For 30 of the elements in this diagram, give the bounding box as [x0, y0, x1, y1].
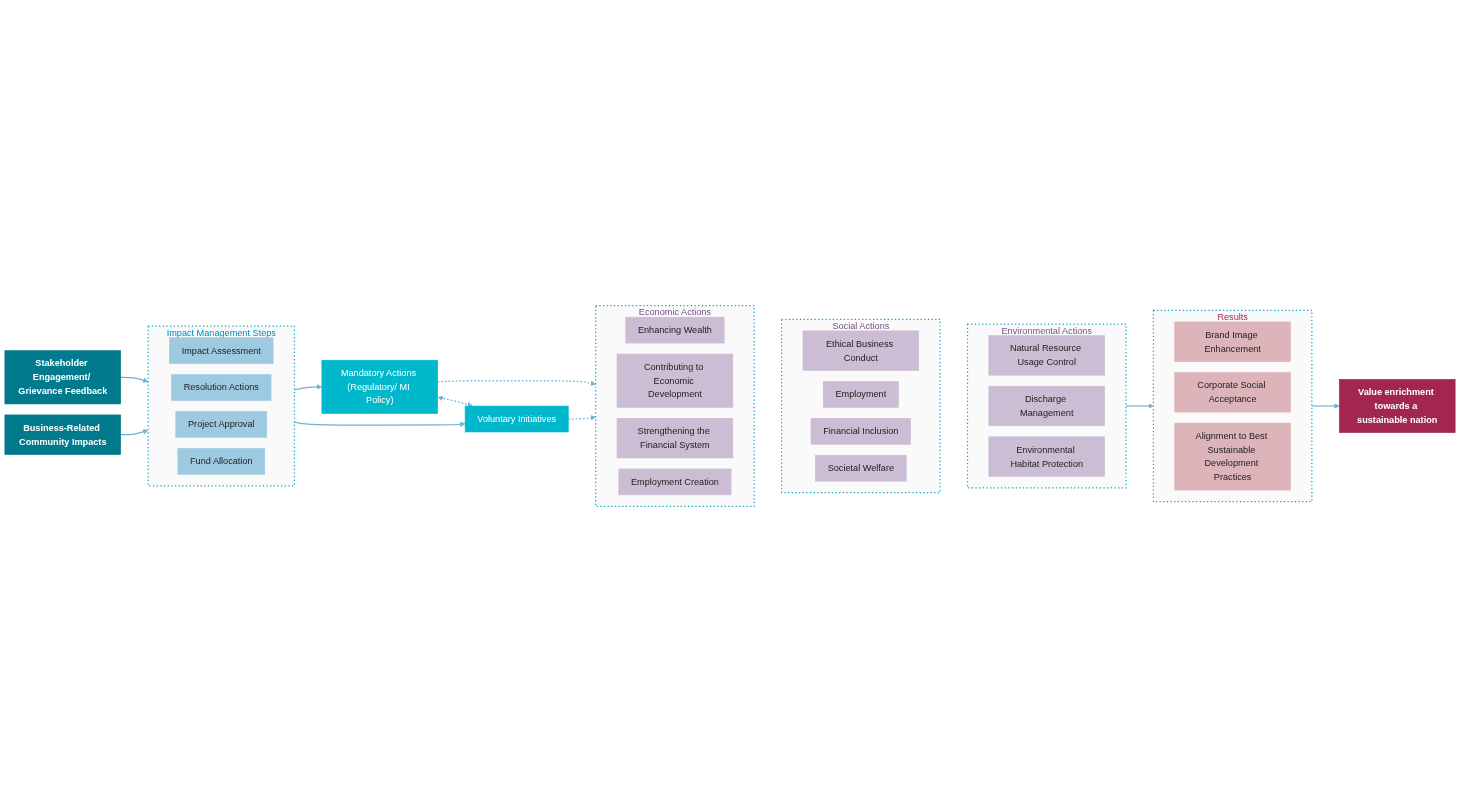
node-box: Financial Inclusion — [810, 418, 911, 445]
node-box: Impact Assessment — [169, 337, 274, 364]
node-box: Ethical Business Conduct — [802, 330, 920, 371]
node-box: Natural Resource Usage Control — [988, 335, 1105, 376]
node-box: Brand Image Enhancement — [1174, 321, 1291, 362]
arrow — [1311, 403, 1340, 409]
arrow — [437, 395, 473, 408]
arrow — [1125, 403, 1154, 409]
arrow — [437, 380, 596, 386]
node-box: Enhancing Wealth — [625, 316, 725, 344]
arrow — [120, 429, 149, 436]
node-box: Societal Welfare — [815, 454, 907, 482]
arrow — [120, 376, 149, 383]
node-box: Employment Creation — [618, 468, 732, 496]
node-box: Environmental Habitat Protection — [988, 436, 1105, 477]
node-box: Employment — [822, 381, 899, 408]
node-box: Value enrichment towards a sustainable nation — [1339, 379, 1456, 433]
node-box: Alignment to Best Sustainable Development Practices — [1174, 422, 1291, 491]
node-box: Strengthening the Financial System — [616, 418, 734, 459]
node-box: Corporate Social Acceptance — [1174, 372, 1291, 413]
node-box: Resolution Actions — [171, 374, 272, 401]
arrow — [567, 415, 596, 421]
node-box: Voluntary Initiatives — [464, 405, 569, 433]
node-box: Fund Allocation — [177, 448, 266, 475]
node-box: Discharge Management — [988, 385, 1105, 427]
node-box: Mandatory Actions (Regulatory/ MI Policy) — [321, 359, 438, 414]
node-box: Business-Related Community Impacts — [4, 414, 121, 455]
node-box: Project Approval — [175, 411, 268, 438]
node-box: Contributing to Economic Development — [616, 353, 734, 408]
node-box: Stakeholder Engagement/ Grievance Feedback — [4, 350, 121, 405]
